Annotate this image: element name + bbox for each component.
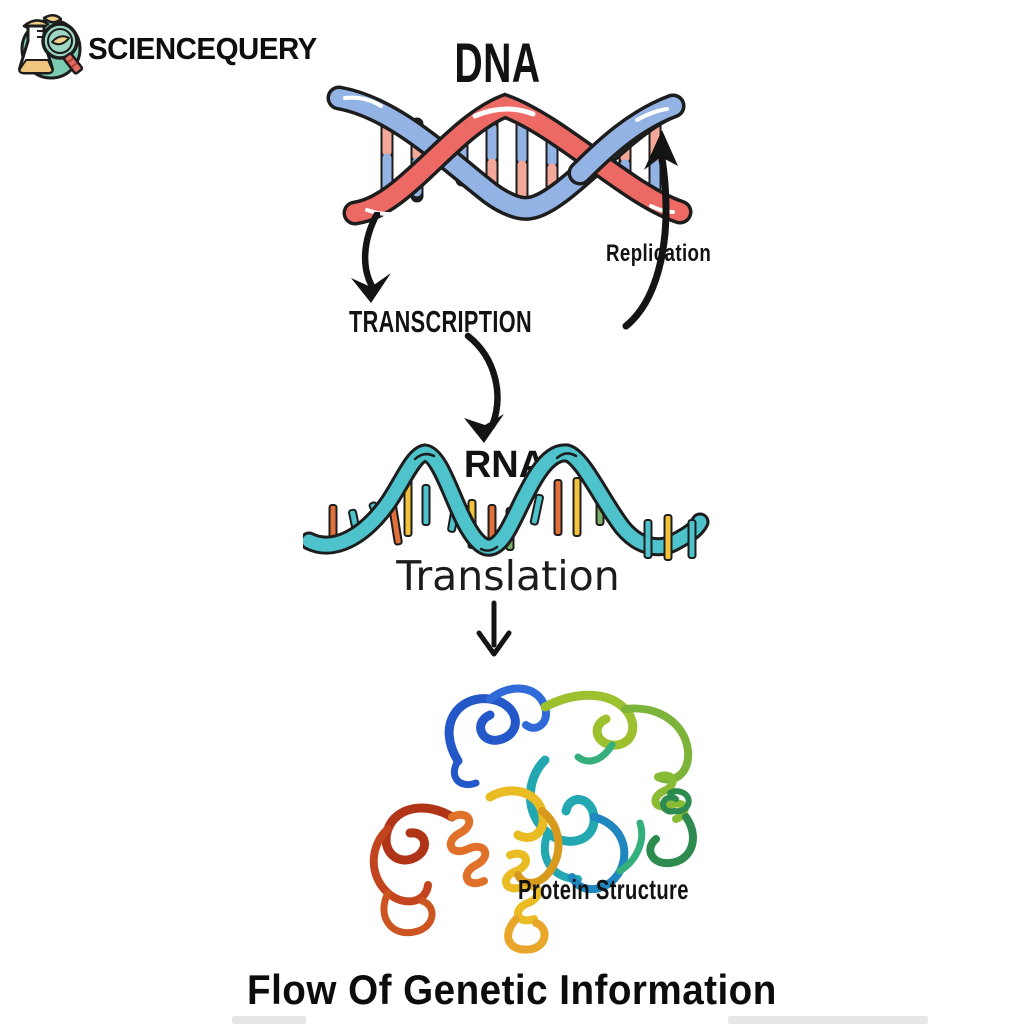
protein-structure-label-text: Protein Structure bbox=[518, 874, 689, 905]
footer-title-text: Flow Of Genetic Information bbox=[247, 966, 777, 1013]
brand-name: SCIENCEQUERY bbox=[88, 31, 329, 67]
protein-structure-label: Protein Structure bbox=[518, 874, 755, 906]
replication-arrow bbox=[598, 128, 708, 338]
replication-label-text: Replication bbox=[606, 240, 712, 267]
replication-label: Replication bbox=[606, 240, 741, 268]
protein-structure-illustration bbox=[340, 665, 730, 965]
protein-ribbon-svg bbox=[369, 684, 697, 954]
rna-strand-illustration bbox=[303, 443, 713, 565]
translation-to-protein-arrow bbox=[468, 597, 520, 661]
transcription-label-text: TRANSCRIPTION bbox=[349, 304, 532, 339]
curved-down-arrow-icon bbox=[464, 332, 504, 443]
dna-label-text: DNA bbox=[454, 31, 540, 94]
straight-down-arrow-icon bbox=[476, 600, 512, 657]
dna-to-transcription-arrow bbox=[345, 212, 405, 304]
bottom-edge-artifact bbox=[728, 1016, 928, 1024]
dna-strands bbox=[326, 85, 693, 226]
transcription-label: TRANSCRIPTION bbox=[349, 304, 610, 340]
brand-name-text: SCIENCEQUERY bbox=[88, 31, 317, 66]
bottom-edge-artifact bbox=[232, 1016, 306, 1024]
brand-logo bbox=[10, 10, 86, 86]
curved-up-arrow-icon bbox=[622, 130, 678, 330]
dna-helix-svg bbox=[326, 85, 693, 226]
curved-down-arrow-icon bbox=[351, 212, 391, 303]
science-flask-magnifier-icon bbox=[18, 14, 84, 80]
rna-strand-svg bbox=[303, 443, 710, 561]
translation-label: Translation bbox=[303, 552, 713, 600]
transcription-to-rna-arrow bbox=[448, 332, 518, 444]
rna-ribbon bbox=[303, 443, 710, 557]
footer-title: Flow Of Genetic Information bbox=[0, 966, 1024, 1014]
translation-label-text: Translation bbox=[396, 552, 620, 600]
rna-bases-front bbox=[643, 514, 697, 561]
dna-helix-illustration bbox=[325, 78, 695, 243]
dna-label: DNA bbox=[397, 30, 597, 95]
